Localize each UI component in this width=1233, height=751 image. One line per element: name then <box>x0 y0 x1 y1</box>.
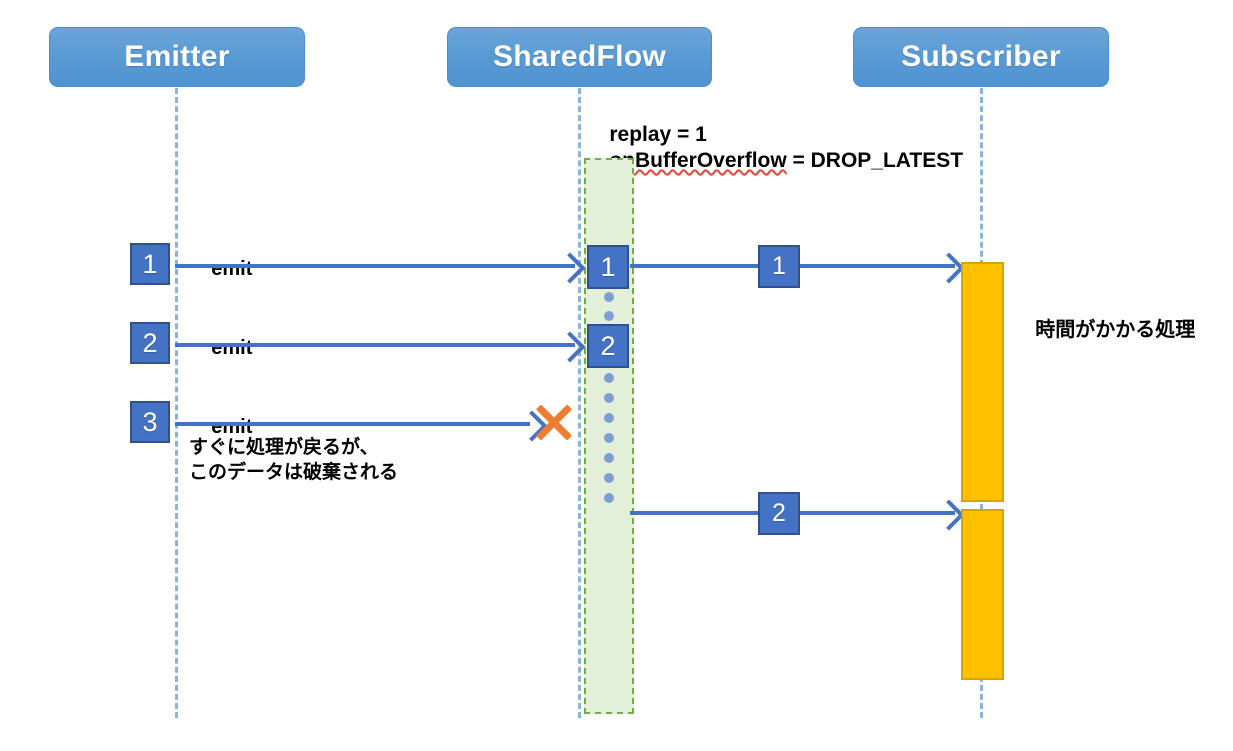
buffer-item-2[interactable]: 2 <box>587 324 629 368</box>
participant-emitter[interactable]: Emitter <box>49 27 305 87</box>
lifeline-emitter <box>175 88 178 718</box>
config-note-overflow: onBufferOverflow = DROP_LATEST <box>586 122 963 200</box>
config-note-overflow-key: onBufferOverflow <box>609 149 787 172</box>
dropped-note-line1: すぐに処理が戻るが、 <box>189 437 379 458</box>
buffer-dot <box>604 493 614 503</box>
delivery-item-2[interactable]: 2 <box>758 492 800 535</box>
delivery-item-1-label: 1 <box>772 252 786 280</box>
emit-label-1: emit <box>211 258 253 280</box>
participant-subscriber[interactable]: Subscriber <box>853 27 1109 87</box>
buffer-dot <box>604 311 614 321</box>
emission-item-2[interactable]: 2 <box>130 322 170 364</box>
buffer-dot <box>604 473 614 483</box>
emit-arrow-2 <box>175 343 575 347</box>
participant-emitter-label: Emitter <box>124 40 230 73</box>
emission-item-3[interactable]: 3 <box>130 401 170 443</box>
config-note-replay: replay = 1 <box>586 96 707 174</box>
delivery-item-1[interactable]: 1 <box>758 245 800 288</box>
dropped-x-icon <box>532 400 576 444</box>
buffer-dot <box>604 453 614 463</box>
emission-item-2-label: 2 <box>142 327 158 358</box>
buffer-item-1[interactable]: 1 <box>587 245 629 289</box>
config-note-overflow-rest: = DROP_LATEST <box>786 149 964 172</box>
lifeline-sharedflow <box>578 88 581 718</box>
participant-subscriber-label: Subscriber <box>901 40 1061 73</box>
participant-sharedflow-label: SharedFlow <box>492 40 667 73</box>
buffer-dot <box>604 413 614 423</box>
buffer-dot <box>604 433 614 443</box>
slow-processing-note: 時間がかかる処理 <box>1035 319 1196 341</box>
emission-item-3-label: 3 <box>142 406 158 437</box>
buffer-dot <box>604 373 614 383</box>
activation-bar-2 <box>961 509 1004 680</box>
config-note-replay-text: replay = 1 <box>609 123 707 146</box>
participant-sharedflow[interactable]: SharedFlow <box>447 27 712 87</box>
buffer-dot <box>604 292 614 302</box>
emit-label-3: emit <box>211 416 253 438</box>
delivery-arrow-1-head <box>933 252 965 284</box>
delivery-item-2-label: 2 <box>772 499 786 527</box>
buffer-dot <box>604 393 614 403</box>
dropped-note: すぐに処理が戻るが、このデータは破棄される <box>189 435 398 485</box>
buffer-item-1-label: 1 <box>600 251 616 282</box>
delivery-arrow-2-head <box>933 499 965 531</box>
emit-arrow-3 <box>175 422 530 426</box>
dropped-note-line2: このデータは破棄される <box>189 462 399 483</box>
emit-label-2: emit <box>211 337 253 359</box>
activation-bar-1 <box>961 262 1004 502</box>
emission-item-1-label: 1 <box>142 248 158 279</box>
buffer-item-2-label: 2 <box>600 330 616 361</box>
emit-arrow-1 <box>175 264 575 268</box>
emission-item-1[interactable]: 1 <box>130 243 170 285</box>
